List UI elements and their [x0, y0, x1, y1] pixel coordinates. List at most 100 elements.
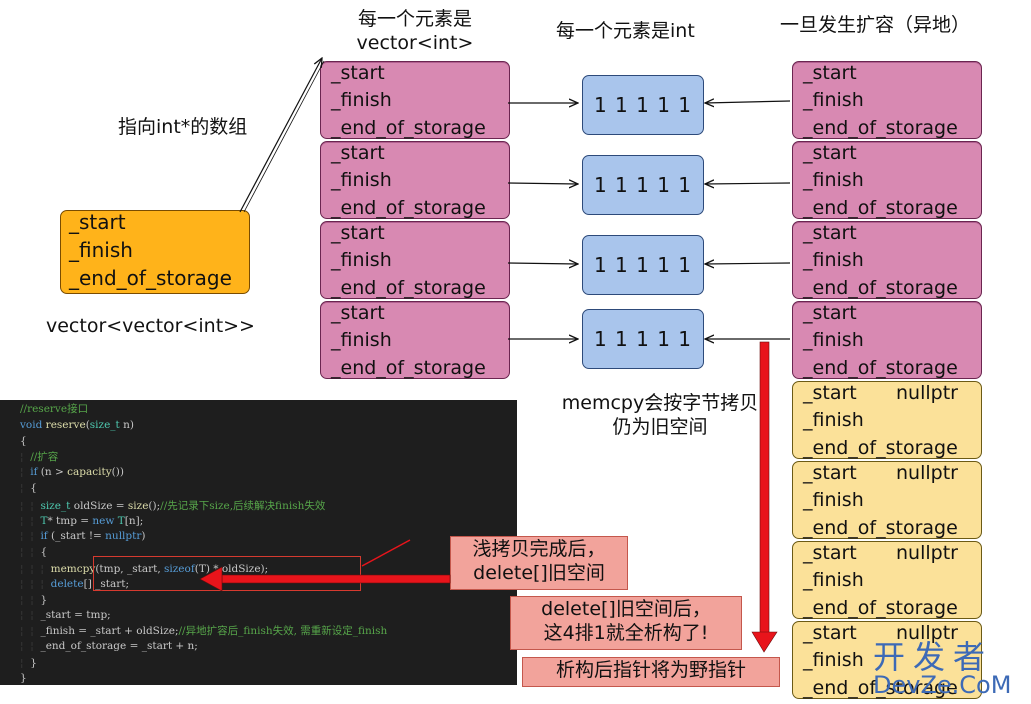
site-logo: 开发者 DevZe.CoM	[873, 638, 1012, 699]
pointer-array-label: 指向int*的数组	[118, 116, 248, 138]
int-array-box: 1 1 1 1 1	[582, 309, 704, 369]
code-token: ¦	[20, 451, 31, 463]
code-token: }	[40, 594, 48, 606]
code-token: ¦ ¦	[20, 640, 41, 652]
new-vector-box: _start nullptr _finish _end_of_storage	[792, 461, 982, 539]
finish-arrow	[507, 263, 578, 264]
wild-pointer-callout: 析构后指针将为野指针	[522, 657, 780, 687]
code-token: [] _start;	[83, 578, 130, 590]
delete-arrow-head	[199, 566, 223, 592]
destruct-arrow-head	[751, 631, 778, 653]
old-finish-arrow	[705, 263, 791, 264]
code-token: ();	[148, 500, 161, 512]
code-token: ¦ ¦	[20, 594, 41, 606]
inner-vector-box: _start _finish _end_of_storage	[320, 221, 510, 299]
code-token: T	[40, 515, 48, 527]
pointer-arrow	[239, 58, 322, 213]
old-vector-box: _start _finish _end_of_storage	[792, 221, 982, 299]
code-token: (_start !=	[47, 530, 106, 542]
new-vector-box: _start nullptr _finish _end_of_storage	[792, 381, 982, 459]
old-vector-box: _start _finish _end_of_storage	[792, 61, 982, 139]
code-token: size_t	[89, 419, 120, 431]
code-token: _finish = _start + oldSize;	[40, 625, 179, 637]
code-line: ¦ ¦ _start = tmp;	[20, 608, 111, 622]
old-finish-arrow	[705, 101, 791, 103]
finish-arrow	[507, 183, 578, 184]
int-array-box: 1 1 1 1 1	[582, 235, 704, 295]
code-token: ¦ ¦	[20, 515, 41, 527]
code-token: new	[92, 515, 118, 527]
code-token: //reserve接口	[20, 403, 89, 415]
code-line: ¦ if (n > capacity())	[20, 465, 124, 479]
code-token: {	[30, 482, 37, 494]
code-token: ¦ ¦ ¦	[20, 578, 51, 590]
code-line: {	[20, 434, 27, 448]
code-token: }	[20, 672, 27, 684]
code-line: ¦ ¦ if (_start != nullptr)	[20, 529, 145, 543]
code-line: ¦ ¦ size_t oldSize = size();//先记录下size,后…	[20, 499, 325, 513]
code-token: (n >	[37, 466, 68, 478]
code-token: //扩容	[30, 451, 59, 463]
new-vector-box: _start nullptr _finish _end_of_storage	[792, 621, 982, 699]
code-line: ¦ ¦ _finish = _start + oldSize;//异地扩容后_f…	[20, 624, 387, 638]
code-token: size	[127, 500, 149, 512]
code-line: ¦ ¦ ¦ memcpy(tmp, _start, sizeof(T) * ol…	[20, 562, 268, 576]
pointer-arrow	[243, 60, 325, 213]
code-line: ¦ ¦ ¦ delete[] _start;	[20, 577, 129, 591]
middle-column-title: 每一个元素是 vector<int>	[356, 8, 474, 54]
outer-vector-label: vector<vector<int>>	[46, 315, 255, 337]
code-line: ¦ }	[20, 656, 37, 670]
code-token: ¦	[20, 482, 31, 494]
code-token: [n];	[124, 515, 144, 527]
memcpy-highlight-box	[93, 556, 361, 591]
inner-vector-box: _start _finish _end_of_storage	[320, 141, 510, 219]
code-token: }	[30, 657, 37, 669]
destruct-arrow-shaft	[759, 341, 770, 635]
code-line: //reserve接口	[20, 402, 88, 416]
code-line: ¦ //扩容	[20, 450, 58, 464]
code-token: T	[117, 515, 125, 527]
code-line: ¦ ¦ _end_of_storage = _start + n;	[20, 639, 198, 653]
code-token: (	[85, 419, 90, 431]
code-token: ¦ ¦	[20, 530, 41, 542]
old-vector-box: _start _finish _end_of_storage	[792, 301, 982, 379]
code-token: ())	[111, 466, 124, 478]
code-token: (tmp, _start,	[95, 563, 165, 575]
code-token: memcpy	[50, 563, 96, 575]
code-token: oldSize =	[70, 500, 128, 512]
code-token: //先记录下size,后续解决finish失效	[160, 500, 326, 512]
outer-vector-box: _start _finish _end_of_storage	[60, 210, 250, 294]
code-pointer-arrow	[361, 539, 411, 567]
code-token: void	[20, 419, 46, 431]
code-token: ¦	[20, 466, 31, 478]
code-token: n)	[119, 419, 134, 431]
after-delete-callout: delete[]旧空间后， 这4排1就全析构了!	[510, 596, 742, 650]
old-finish-arrow	[705, 183, 791, 184]
code-line: void reserve(size_t n)	[20, 418, 134, 432]
old-vector-box: _start _finish _end_of_storage	[792, 141, 982, 219]
inner-vector-box: _start _finish _end_of_storage	[320, 301, 510, 379]
code-token: ¦ ¦	[20, 625, 41, 637]
code-token: size_t	[40, 500, 71, 512]
memcpy-note: memcpy会按字节拷贝 仍为旧空间	[561, 392, 759, 438]
code-token: (T) * oldSize);	[194, 563, 269, 575]
code-line: ¦ {	[20, 481, 37, 495]
code-token: {	[40, 546, 48, 558]
int-column-title: 每一个元素是int	[556, 20, 695, 42]
code-line: ¦ ¦ }	[20, 593, 47, 607]
delete-arrow-shaft	[221, 574, 451, 584]
code-line: }	[20, 671, 27, 685]
new-vector-box: _start nullptr _finish _end_of_storage	[792, 541, 982, 619]
code-token: capacity	[67, 466, 112, 478]
int-array-box: 1 1 1 1 1	[582, 155, 704, 215]
shallow-copy-callout: 浅拷贝完成后， delete[]旧空间	[450, 536, 628, 590]
code-token: nullptr	[105, 530, 142, 542]
code-token: ¦ ¦ ¦	[20, 563, 51, 575]
code-token: {	[20, 435, 27, 447]
code-token: ¦ ¦	[20, 500, 41, 512]
code-token: * tmp =	[47, 515, 93, 527]
code-token: delete	[50, 578, 84, 590]
code-token: sizeof	[164, 563, 195, 575]
